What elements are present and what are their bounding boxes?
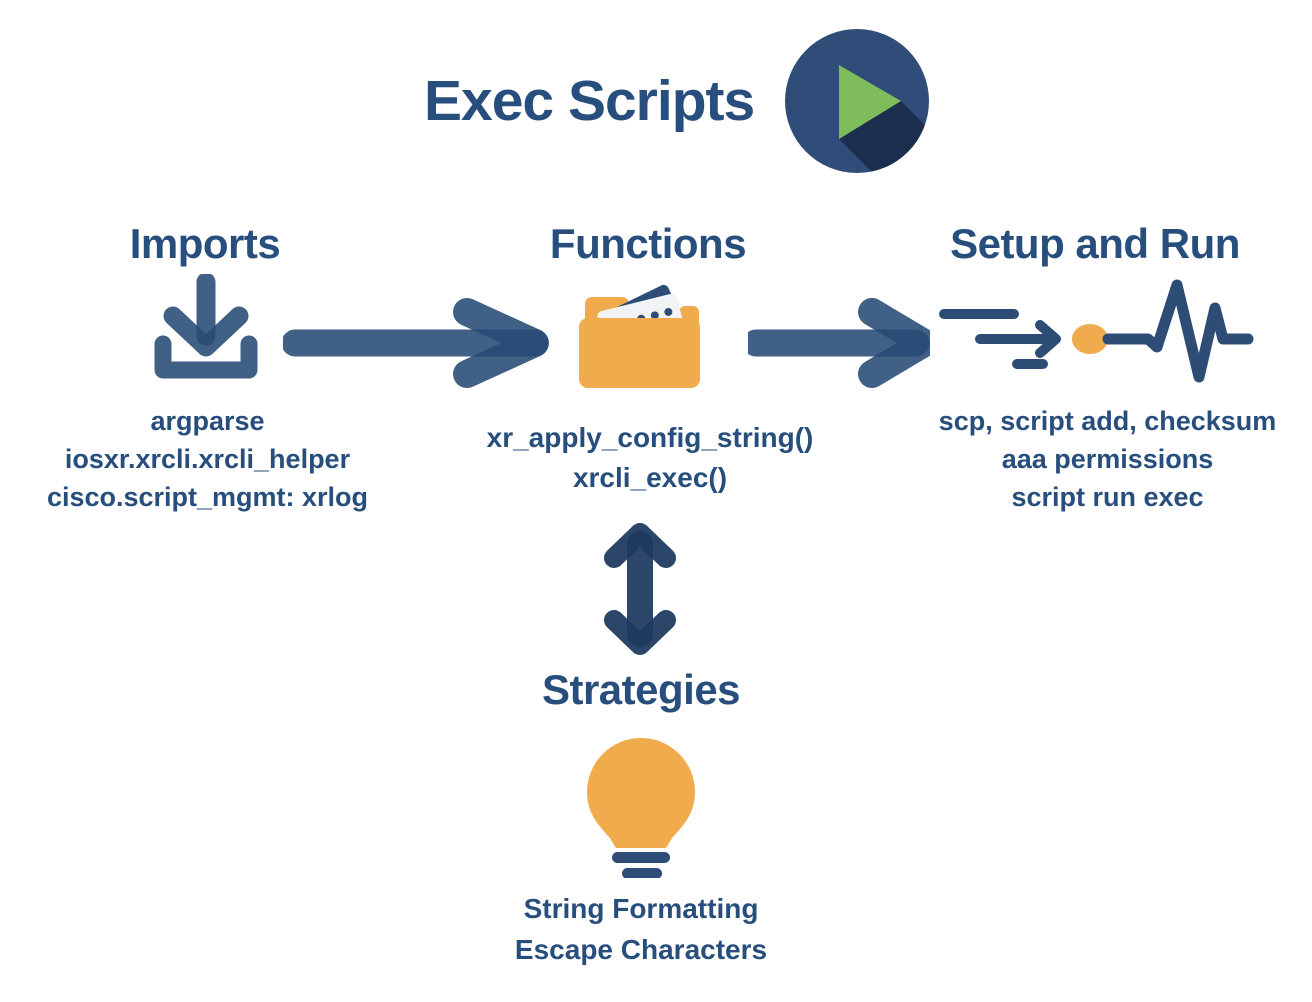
page-title: Exec Scripts xyxy=(424,69,755,133)
section-heading-imports: Imports xyxy=(129,220,281,267)
folder-documents-icon xyxy=(579,284,700,388)
functions-text: xr_apply_config_string() xrcli_exec() xyxy=(445,418,855,498)
lightbulb-icon xyxy=(587,738,695,878)
play-icon xyxy=(785,29,929,173)
setup-line: aaa permissions xyxy=(1001,444,1214,474)
double-headed-vertical-arrow-icon xyxy=(604,523,676,655)
speed-arrow-icon xyxy=(939,309,1061,369)
section-heading-setup-and-run: Setup and Run xyxy=(950,220,1240,267)
setup-line: script run exec xyxy=(1011,482,1204,512)
right-arrow-icon xyxy=(748,298,930,388)
imports-text: argparse iosxr.xrcli.xrcli_helper cisco.… xyxy=(15,402,400,516)
functions-line: xrcli_exec() xyxy=(572,462,728,493)
strategies-text: String Formatting Escape Characters xyxy=(460,888,822,970)
imports-line: argparse xyxy=(150,406,265,436)
imports-line: iosxr.xrcli.xrcli_helper xyxy=(64,444,351,474)
download-icon xyxy=(154,274,258,379)
section-heading-strategies: Strategies xyxy=(541,666,741,713)
section-heading-functions: Functions xyxy=(549,220,747,267)
strategies-line: Escape Characters xyxy=(514,934,768,965)
setup-and-run-text: scp, script add, checksum aaa permission… xyxy=(915,402,1300,516)
pulse-activity-icon xyxy=(1072,279,1254,383)
imports-line: cisco.script_mgmt: xrlog xyxy=(46,482,369,512)
functions-line: xr_apply_config_string() xyxy=(486,422,814,453)
strategies-line: String Formatting xyxy=(523,893,759,924)
right-arrow-icon xyxy=(283,298,549,388)
setup-line: scp, script add, checksum xyxy=(938,406,1277,436)
